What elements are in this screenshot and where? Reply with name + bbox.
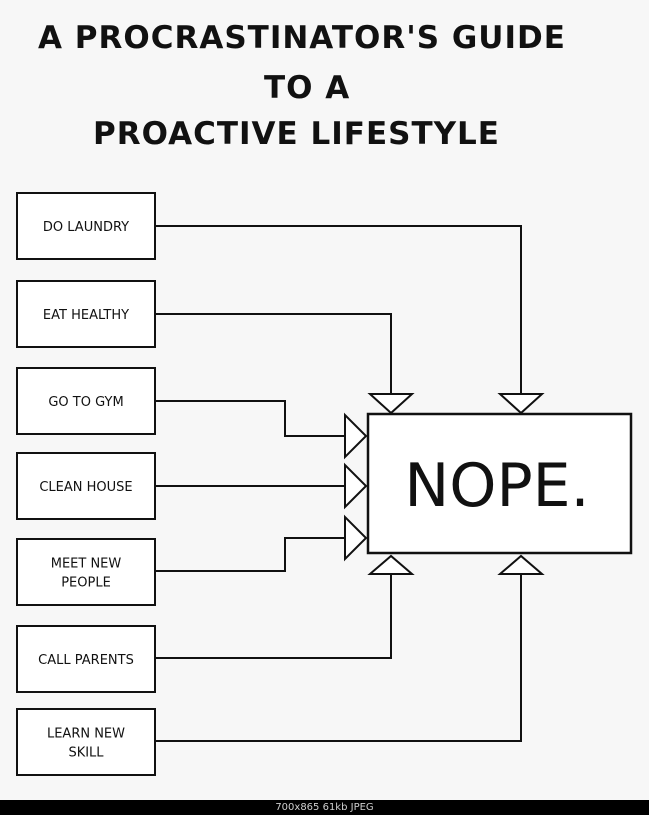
task-label: GO TO GYM bbox=[48, 395, 123, 410]
arrowhead-bottom-left bbox=[367, 554, 415, 575]
task-box-learn-new-skill: LEARN NEW SKILL bbox=[16, 708, 156, 776]
task-box-frame bbox=[16, 192, 156, 260]
task-box-meet-new-people: MEET NEW PEOPLE bbox=[16, 538, 156, 606]
arrowhead-top-right bbox=[497, 393, 545, 415]
task-label: CLEAN HOUSE bbox=[39, 480, 132, 495]
nope-box bbox=[366, 412, 633, 555]
arrowheads bbox=[344, 393, 545, 575]
task-label: EAT HEALTHY bbox=[43, 308, 129, 323]
image-caption: 700x865 61kb JPEG bbox=[275, 802, 374, 813]
title-line-1: A PROCRASTINATOR'S GUIDE bbox=[38, 20, 566, 56]
connector-call-parents bbox=[155, 574, 392, 659]
connector-meet-new-people bbox=[155, 537, 345, 572]
arrowhead-left-2 bbox=[344, 462, 368, 510]
task-box-do-laundry: DO LAUNDRY bbox=[16, 192, 156, 260]
title-line-3: PROACTIVE LIFESTYLE bbox=[93, 116, 500, 152]
title-line-2: TO A bbox=[264, 70, 351, 106]
connector-learn-new-skill bbox=[155, 574, 522, 742]
task-box-call-parents: CALL PARENTS bbox=[16, 625, 156, 693]
task-box-clean-house: CLEAN HOUSE bbox=[16, 452, 156, 520]
arrowhead-left-1 bbox=[344, 412, 368, 460]
task-box-frame bbox=[16, 625, 156, 693]
task-label: PEOPLE bbox=[61, 576, 111, 591]
connector-lines bbox=[155, 225, 522, 742]
task-box-frame bbox=[16, 452, 156, 520]
task-label: MEET NEW bbox=[51, 557, 122, 572]
image-caption-bar: 700x865 61kb JPEG bbox=[0, 800, 649, 815]
connector-go-to-gym bbox=[155, 400, 345, 437]
task-label: LEARN NEW bbox=[47, 727, 125, 742]
task-label: DO LAUNDRY bbox=[43, 220, 129, 235]
arrowhead-bottom-right bbox=[497, 554, 545, 575]
arrowhead-top-left bbox=[367, 393, 415, 415]
arrowhead-left-3 bbox=[344, 514, 368, 562]
task-box-frame bbox=[16, 280, 156, 348]
nope-label: NOPE. bbox=[404, 451, 589, 521]
connector-do-laundry bbox=[155, 225, 522, 394]
task-label: CALL PARENTS bbox=[38, 653, 134, 668]
task-box-eat-healthy: EAT HEALTHY bbox=[16, 280, 156, 348]
connector-eat-healthy bbox=[155, 313, 392, 394]
task-box-frame bbox=[16, 538, 156, 606]
task-box-go-to-gym: GO TO GYM bbox=[16, 367, 156, 435]
task-label: SKILL bbox=[68, 746, 104, 761]
task-box-frame bbox=[16, 367, 156, 435]
task-box-frame bbox=[16, 708, 156, 776]
